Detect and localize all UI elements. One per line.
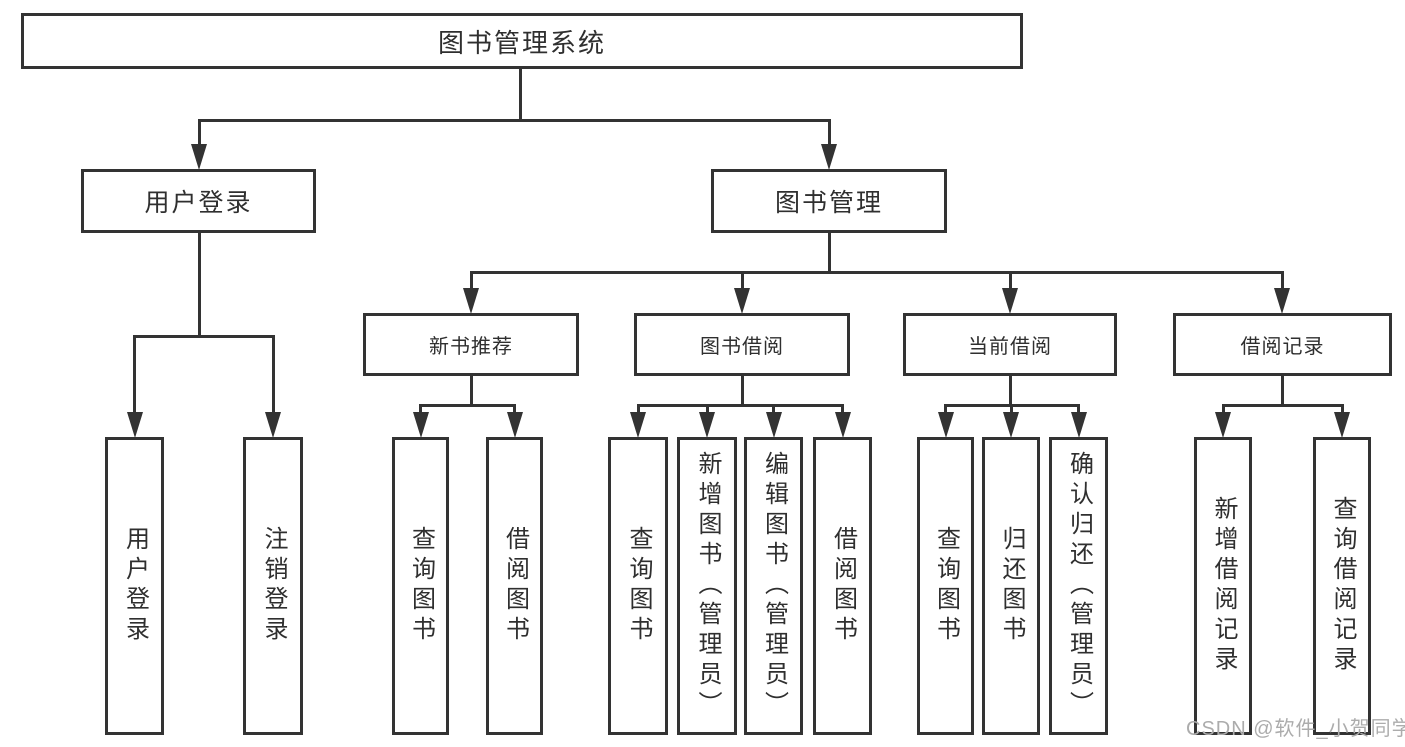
connector-current-stem (1008, 373, 1012, 406)
leaf-current-query-books: 查询图书 (917, 437, 974, 735)
node-label: 借阅图书 (829, 526, 856, 646)
connector-arrow-shaft (705, 405, 709, 418)
leaf-borrow-query-books: 查询图书 (608, 437, 668, 735)
leaf-borrow-edit-book-admin: 编辑图书（管理员） (744, 437, 803, 735)
connector-arrow-shaft (944, 405, 947, 418)
connector-arrow-shaft (197, 120, 201, 150)
arrowhead-down-icon (412, 412, 429, 438)
node-label: 图书管理系统 (437, 28, 606, 58)
connector-newbook-stem (469, 373, 473, 406)
arrowhead-down-icon (765, 412, 782, 438)
connector-root-rail (197, 118, 831, 122)
arrowhead-down-icon (1215, 412, 1231, 438)
arrowhead-down-icon (191, 144, 207, 170)
csdn-watermark: CSDN @软件_小贺同学 (1186, 718, 1405, 740)
node-book-borrow: 图书借阅 (634, 313, 850, 376)
node-borrow-records: 借阅记录 (1173, 313, 1392, 376)
node-user-login: 用户登录 (81, 169, 316, 233)
leaf-records-add-borrow-record: 新增借阅记录 (1194, 437, 1252, 735)
connector-arrow-shaft (636, 405, 640, 418)
node-label: 确认归还（管理员） (1065, 451, 1092, 721)
arrowhead-down-icon (821, 144, 837, 170)
leaf-newbook-query-books: 查询图书 (392, 437, 449, 735)
node-label: 图书借阅 (700, 336, 784, 358)
connector-arrow-shaft (469, 272, 473, 294)
node-label: 注销登录 (260, 526, 286, 646)
arrowhead-down-icon (1070, 412, 1087, 438)
connector-arrow-shaft (1221, 405, 1225, 418)
node-label: 当前借阅 (968, 336, 1052, 358)
connector-arrow-shaft (419, 405, 422, 418)
node-new-book-recommend: 新书推荐 (363, 313, 579, 376)
connector-arrow-shaft (841, 405, 844, 418)
node-label: 查询图书 (932, 526, 959, 646)
node-root-system: 图书管理系统 (21, 13, 1023, 69)
arrowhead-down-icon (1003, 412, 1019, 438)
connector-newbook-rail (419, 403, 516, 407)
leaf-newbook-borrow-books: 借阅图书 (486, 437, 543, 735)
node-label: 查询借阅记录 (1329, 496, 1355, 676)
arrowhead-down-icon (463, 288, 479, 314)
arrowhead-down-icon (1274, 288, 1290, 314)
connector-records-stem (1280, 373, 1284, 406)
connector-arrow-shaft (1340, 405, 1344, 418)
connector-arrow-shaft (133, 336, 136, 418)
leaf-records-query-borrow-record: 查询借阅记录 (1313, 437, 1371, 735)
connector-arrow-shaft (1077, 405, 1080, 418)
connector-records-rail (1221, 403, 1344, 407)
leaf-borrow-borrow-books: 借阅图书 (813, 437, 872, 735)
connector-arrow-shaft (1008, 272, 1012, 294)
node-label: 新书推荐 (429, 336, 513, 358)
connector-arrow-shaft (740, 272, 744, 294)
connector-arrow-shaft (827, 120, 831, 150)
connector-arrow-shaft (1280, 272, 1284, 294)
arrowhead-down-icon (937, 412, 954, 438)
leaf-user-login: 用户登录 (105, 437, 164, 735)
connector-borrow-rail (636, 403, 844, 407)
connector-arrow-shaft (1009, 405, 1013, 418)
arrowhead-down-icon (734, 288, 750, 314)
node-label: 借阅记录 (1240, 336, 1325, 358)
node-label: 查询图书 (407, 526, 434, 646)
arrowhead-down-icon (834, 412, 851, 438)
leaf-borrow-add-book-admin: 新增图书（管理员） (677, 437, 737, 735)
leaf-logout: 注销登录 (243, 437, 303, 735)
arrowhead-down-icon (699, 412, 715, 438)
arrowhead-down-icon (630, 412, 646, 438)
arrowhead-down-icon (506, 412, 523, 438)
connector-bookmgmt-stem (827, 230, 831, 273)
node-book-management: 图书管理 (711, 169, 947, 233)
leaf-current-return-books: 归还图书 (982, 437, 1040, 735)
node-label: 新增图书（管理员） (694, 451, 720, 721)
connector-borrow-stem (740, 373, 744, 406)
connector-root-stem (518, 66, 522, 120)
node-label: 借阅图书 (501, 526, 528, 646)
connector-arrow-shaft (271, 336, 275, 418)
node-current-borrow: 当前借阅 (903, 313, 1117, 376)
node-label: 用户登录 (121, 526, 148, 646)
leaf-current-confirm-return-admin: 确认归还（管理员） (1049, 437, 1108, 735)
connector-bookmgmt-rail (469, 270, 1284, 274)
connector-userlogin-stem (197, 230, 201, 337)
arrowhead-down-icon (265, 412, 281, 438)
connector-userlogin-rail (133, 334, 275, 338)
node-label: 图书管理 (774, 190, 883, 217)
connector-arrow-shaft (513, 405, 516, 418)
arrowhead-down-icon (1002, 288, 1018, 314)
arrowhead-down-icon (126, 412, 143, 438)
node-label: 归还图书 (998, 526, 1024, 646)
node-label: 查询图书 (625, 526, 651, 646)
connector-arrow-shaft (772, 405, 775, 418)
node-label: 用户登录 (144, 190, 253, 217)
node-label: 新增借阅记录 (1210, 496, 1236, 676)
arrowhead-down-icon (1334, 412, 1350, 438)
node-label: 编辑图书（管理员） (760, 451, 787, 721)
